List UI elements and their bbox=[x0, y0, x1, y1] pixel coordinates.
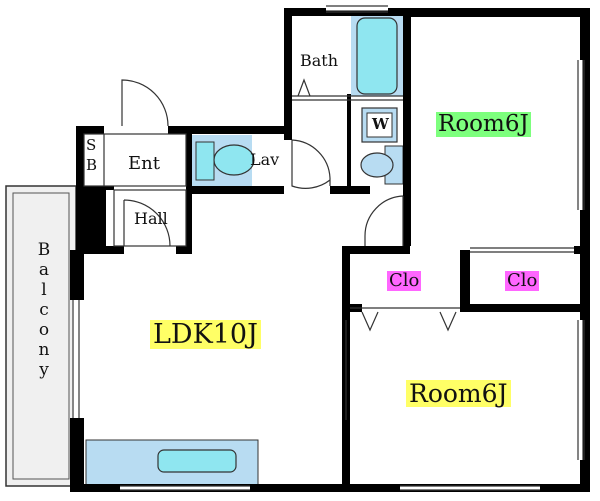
balcony-letter: n bbox=[38, 340, 50, 360]
washer-inner bbox=[366, 112, 393, 138]
lav-cabinet bbox=[195, 141, 215, 181]
toilet-bowl bbox=[360, 152, 394, 178]
sb-label-s: S bbox=[86, 136, 97, 154]
lav-sink bbox=[213, 144, 255, 176]
door-swings bbox=[121, 79, 404, 247]
bath-label: Bath bbox=[300, 51, 339, 70]
lavatory-label: Lav bbox=[250, 150, 280, 169]
balcony-letter: y bbox=[39, 360, 49, 380]
balcony-area bbox=[5, 185, 77, 487]
balcony-label: B a l c o n y bbox=[30, 240, 58, 380]
lower-room-label: Room6J bbox=[406, 380, 511, 407]
balcony-letter: c bbox=[39, 300, 49, 320]
balcony-letter: B bbox=[37, 240, 51, 260]
closet-left-label: Clo bbox=[387, 270, 422, 291]
walls bbox=[70, 8, 590, 492]
hall-label: Hall bbox=[134, 209, 168, 228]
closet-right-label: Clo bbox=[505, 270, 540, 291]
bathtub bbox=[356, 17, 398, 95]
balcony-inner bbox=[12, 192, 70, 480]
balcony-letter: a bbox=[38, 260, 50, 280]
balcony-letter: l bbox=[41, 280, 47, 300]
thin-lines bbox=[72, 5, 585, 491]
upper-room-label: Room6J bbox=[436, 111, 531, 137]
entrance-label: Ent bbox=[128, 153, 160, 174]
ldk-label: LDK10J bbox=[150, 320, 261, 349]
kitchen-sink bbox=[157, 449, 237, 473]
washer-label: W bbox=[372, 115, 389, 133]
sb-label-b: B bbox=[86, 156, 98, 174]
balcony-letter: o bbox=[38, 320, 50, 340]
